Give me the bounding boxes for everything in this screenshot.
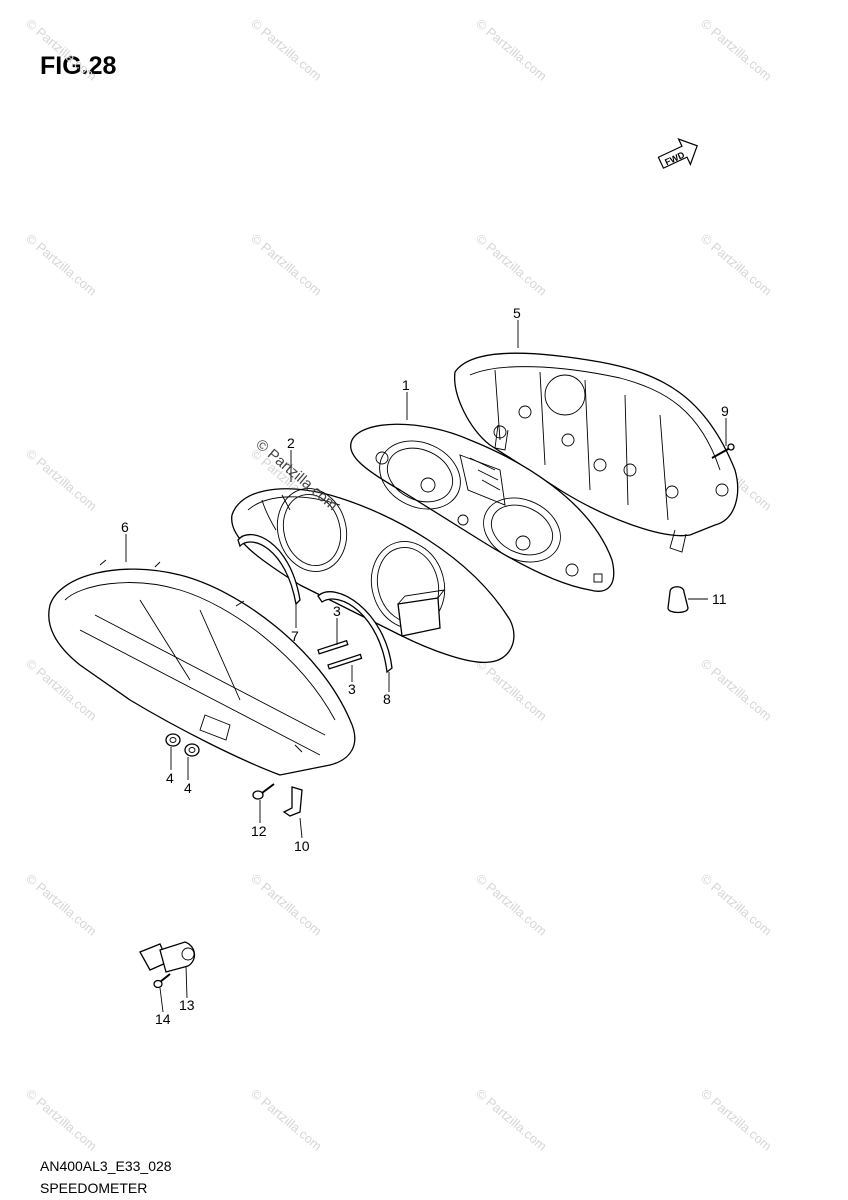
callout-14: 14: [155, 1011, 171, 1027]
figure-title: FIG.28: [40, 52, 117, 80]
part-7-trim-ring[interactable]: [237, 533, 301, 606]
watermark-text: © Partzilla.com: [248, 231, 325, 299]
callout-12: 12: [251, 823, 267, 839]
callout-labels: 1 2 3 3 4 4 5 6 7 8 9 10 11 12 13 14: [121, 305, 729, 1027]
callout-5: 5: [513, 305, 521, 321]
watermark-text: © Partzilla.com: [248, 1086, 325, 1154]
watermark-text: © Partzilla.com: [23, 16, 100, 84]
part-2-meter-lens[interactable]: [231, 481, 515, 664]
callout-2: 2: [287, 435, 295, 451]
callout-13: 13: [179, 997, 195, 1013]
callout-7: 7: [291, 628, 299, 644]
watermark-text: © Partzilla.com: [473, 1086, 550, 1154]
callout-8: 8: [383, 691, 391, 707]
callout-11: 11: [712, 591, 727, 607]
leader-lines: [125, 320, 727, 1013]
figure-name: SPEEDOMETER: [40, 1180, 148, 1196]
watermark-text: © Partzilla.com: [23, 231, 100, 299]
model-code: AN400AL3_E33_028: [40, 1158, 172, 1174]
callout-3: 3: [333, 603, 341, 619]
watermark-text: © Partzilla.com: [698, 231, 775, 299]
callout-3: 3: [348, 681, 356, 697]
part-11-cap[interactable]: [667, 586, 689, 614]
callout-9: 9: [721, 403, 729, 419]
callout-4: 4: [166, 770, 174, 786]
watermark-text: © Partzilla.com: [698, 16, 775, 84]
part-6-front-cover[interactable]: [48, 559, 356, 776]
callout-6: 6: [121, 519, 129, 535]
watermark-text: © Partzilla.com: [698, 1086, 775, 1154]
watermark-text: © Partzilla.com: [473, 656, 550, 724]
watermark-text: © Partzilla.com: [23, 1086, 100, 1154]
part-4-grommet[interactable]: [165, 733, 181, 747]
watermark-text: © Partzilla.com: [473, 871, 550, 939]
callout-1: 1: [402, 377, 410, 393]
part-5-rear-case[interactable]: [454, 352, 739, 553]
part-14-bolt[interactable]: [153, 973, 171, 989]
watermark-text: © Partzilla.com: [698, 656, 775, 724]
callout-4: 4: [184, 780, 192, 796]
watermark-text: © Partzilla.com: [698, 871, 775, 939]
part-1-meter-assembly[interactable]: [350, 423, 615, 592]
part-3-pins[interactable]: [317, 639, 363, 670]
watermark-text: © Partzilla.com: [248, 871, 325, 939]
watermark-text: © Partzilla.com: [23, 871, 100, 939]
part-4-grommet[interactable]: [184, 743, 200, 757]
part-8-trim-ring[interactable]: [317, 591, 393, 674]
watermark-text: © Partzilla.com: [23, 446, 100, 514]
fwd-arrow-icon: FWD: [657, 137, 698, 169]
part-12-screw[interactable]: [252, 783, 275, 800]
part-9-screw[interactable]: [711, 443, 735, 459]
watermark-text: © Partzilla.com: [248, 16, 325, 84]
part-13-speed-sensor[interactable]: [139, 941, 196, 973]
part-10-bracket[interactable]: [282, 786, 303, 817]
callout-10: 10: [294, 838, 310, 854]
watermark-text: © Partzilla.com: [473, 16, 550, 84]
watermark-text: © Partzilla.com: [473, 231, 550, 299]
